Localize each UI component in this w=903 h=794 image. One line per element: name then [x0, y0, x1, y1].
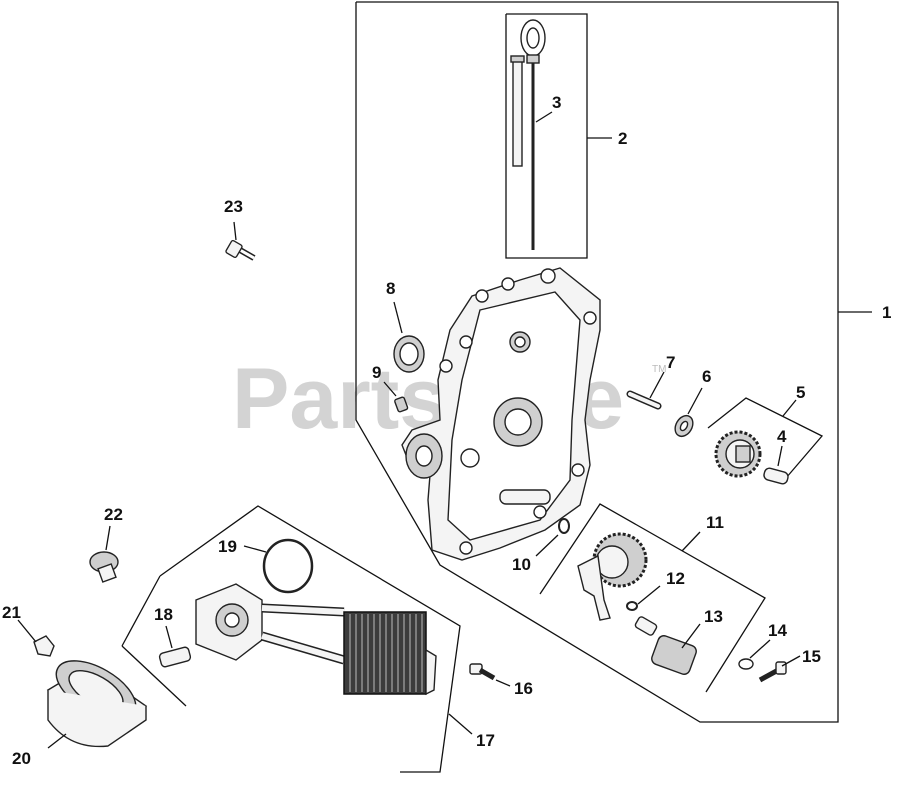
- gasket-19: [243, 538, 314, 594]
- screw-16: [469, 663, 511, 687]
- group-17-bracket: [159, 505, 461, 773]
- fitting-18: [158, 625, 192, 668]
- screw-23: [225, 221, 256, 261]
- group-17-bracket-left: [121, 575, 161, 647]
- part-labels: 1 2 3 4 5 6 7 8 9 10 11 12 13 14 15 16 1…: [2, 93, 891, 768]
- dipstick-tube-cap: [510, 55, 525, 63]
- crankcase-cover: [401, 267, 601, 561]
- label-14: 14: [768, 621, 787, 640]
- shaft-4: [763, 445, 789, 485]
- label-12: 12: [666, 569, 685, 588]
- pin-7: [626, 371, 665, 410]
- o-ring-10: [535, 518, 570, 557]
- watermark-tm: TM: [652, 364, 666, 375]
- label-17: 17: [476, 731, 495, 750]
- leader-23: [233, 221, 237, 241]
- label-23: 23: [224, 197, 243, 216]
- leader-19: [243, 545, 267, 553]
- label-20: 20: [12, 749, 31, 768]
- leader-6: [687, 387, 703, 415]
- washer-6: [674, 387, 703, 438]
- leader-16: [495, 679, 511, 687]
- leader-12: [637, 585, 661, 605]
- label-1: 1: [882, 303, 891, 322]
- leader-5: [782, 399, 797, 417]
- screw-23-head: [225, 239, 243, 259]
- leader-22: [105, 525, 111, 551]
- label-4: 4: [777, 427, 787, 446]
- label-18: 18: [154, 605, 173, 624]
- label-22: 22: [104, 505, 123, 524]
- leader-10: [535, 534, 559, 557]
- label-3: 3: [552, 93, 561, 112]
- leader-11: [681, 531, 701, 552]
- label-8: 8: [386, 279, 395, 298]
- plug-9: [383, 381, 409, 413]
- oil-filter-20: [46, 660, 148, 749]
- leader-7: [649, 371, 665, 399]
- group-11-bracket: [539, 503, 766, 693]
- clip-21: [17, 619, 55, 657]
- label-6: 6: [702, 367, 711, 386]
- group-5-bracket: [707, 397, 824, 479]
- label-9: 9: [372, 363, 381, 382]
- oil-seal-8: [393, 301, 425, 373]
- leader-14: [749, 639, 771, 659]
- group-17-bracket-bottom: [121, 645, 187, 707]
- sensor-13: [634, 616, 701, 675]
- leader-3: [535, 111, 553, 123]
- dipstick: [510, 19, 553, 250]
- leader-8: [393, 301, 403, 334]
- oil-filter-body: [47, 690, 147, 748]
- leader-4: [777, 445, 783, 467]
- o-ring-12: [626, 585, 661, 611]
- leader-21: [17, 619, 37, 643]
- leader-15: [781, 655, 801, 667]
- label-10: 10: [512, 555, 531, 574]
- group-1-outline: [355, 1, 839, 723]
- leader-20: [47, 733, 67, 749]
- label-16: 16: [514, 679, 533, 698]
- leader-17: [448, 713, 473, 735]
- screw-15: [758, 655, 801, 683]
- leader-18: [165, 625, 173, 649]
- sender-22: [89, 525, 119, 583]
- label-15: 15: [802, 647, 821, 666]
- gear-5: [714, 430, 762, 478]
- label-21: 21: [2, 603, 21, 622]
- group-2-bracket: [505, 13, 588, 259]
- label-11: 11: [706, 513, 724, 532]
- cooler-core: [343, 611, 427, 695]
- dipstick-tube: [512, 57, 523, 167]
- label-7: 7: [666, 353, 675, 372]
- label-5: 5: [796, 383, 805, 402]
- label-2: 2: [618, 129, 627, 148]
- governor-gear-11: [577, 532, 648, 621]
- leader-13: [681, 623, 701, 649]
- washer-14: [738, 639, 771, 670]
- label-13: 13: [704, 607, 723, 626]
- label-19: 19: [218, 537, 237, 556]
- governor-shaft: [577, 554, 611, 621]
- leader-9: [383, 381, 397, 397]
- oil-cooler: [195, 583, 437, 696]
